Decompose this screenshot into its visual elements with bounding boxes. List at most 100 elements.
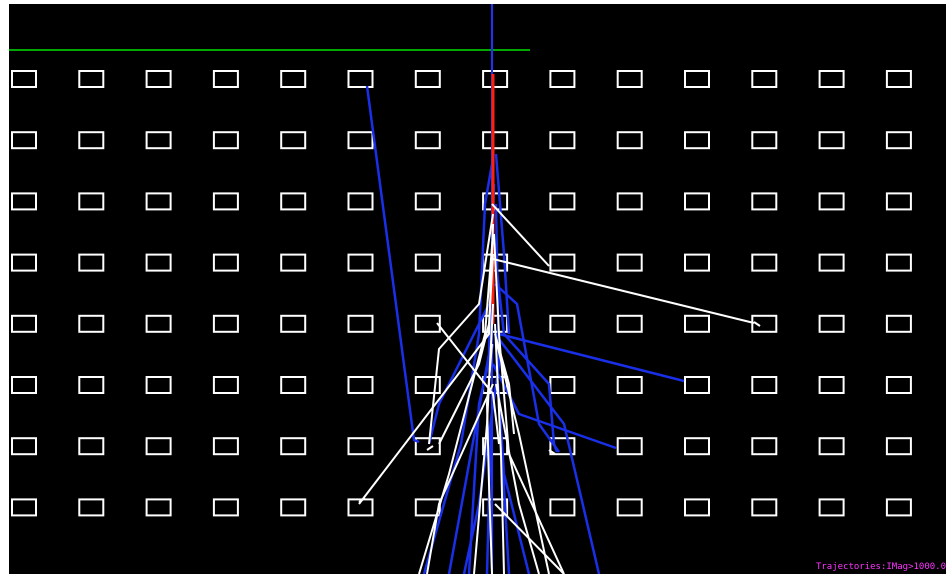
- detector-cell: [752, 255, 776, 271]
- white-track: [493, 259, 754, 323]
- detector-cell: [349, 255, 373, 271]
- detector-cell: [147, 132, 171, 148]
- detector-cell: [550, 193, 574, 209]
- detector-cell: [281, 377, 305, 393]
- detector-cell: [752, 499, 776, 515]
- detector-cell: [79, 438, 103, 454]
- detector-cell: [685, 132, 709, 148]
- detector-cell: [79, 255, 103, 271]
- detector-cell: [820, 316, 844, 332]
- detector-cell: [147, 316, 171, 332]
- detector-cell: [416, 316, 440, 332]
- detector-cell: [12, 377, 36, 393]
- detector-cell: [416, 193, 440, 209]
- detector-cell: [550, 71, 574, 87]
- detector-cell: [281, 499, 305, 515]
- detector-cell: [147, 71, 171, 87]
- detector-cell: [12, 193, 36, 209]
- detector-cell: [416, 255, 440, 271]
- detector-cell: [618, 377, 642, 393]
- detector-cell: [79, 71, 103, 87]
- detector-cell: [349, 193, 373, 209]
- detector-cell: [214, 377, 238, 393]
- detector-cell: [214, 499, 238, 515]
- detector-cell: [550, 255, 574, 271]
- detector-cell: [79, 499, 103, 515]
- detector-cell: [214, 71, 238, 87]
- detector-grid: [12, 71, 911, 515]
- detector-cell: [887, 132, 911, 148]
- detector-cell: [752, 438, 776, 454]
- white-track: [492, 204, 549, 266]
- detector-cell: [79, 316, 103, 332]
- detector-cell: [12, 499, 36, 515]
- detector-cell: [12, 255, 36, 271]
- detector-cell: [214, 193, 238, 209]
- detector-cell: [550, 499, 574, 515]
- detector-cell: [685, 377, 709, 393]
- detector-cell: [349, 377, 373, 393]
- detector-cell: [214, 255, 238, 271]
- detector-cell: [281, 132, 305, 148]
- detector-cell: [685, 438, 709, 454]
- detector-cell: [618, 71, 642, 87]
- detector-cell: [752, 132, 776, 148]
- detector-cell: [887, 438, 911, 454]
- detector-cell: [12, 316, 36, 332]
- detector-cell: [550, 377, 574, 393]
- detector-cell: [349, 71, 373, 87]
- detector-cell: [214, 132, 238, 148]
- detector-cell: [79, 377, 103, 393]
- detector-cell: [887, 255, 911, 271]
- detector-cell: [147, 255, 171, 271]
- detector-cell: [820, 438, 844, 454]
- blue-track: [424, 164, 492, 574]
- particle-tracks: [359, 4, 760, 574]
- detector-cell: [820, 255, 844, 271]
- detector-cell: [752, 193, 776, 209]
- detector-cell: [416, 71, 440, 87]
- detector-cell: [79, 132, 103, 148]
- detector-cell: [820, 377, 844, 393]
- white-track: [497, 344, 549, 574]
- detector-cell: [79, 193, 103, 209]
- detector-cell: [12, 132, 36, 148]
- detector-cell: [281, 71, 305, 87]
- detector-cell: [281, 438, 305, 454]
- detector-cell: [685, 316, 709, 332]
- detector-cell: [483, 71, 507, 87]
- detector-cell: [752, 71, 776, 87]
- detector-cell: [618, 132, 642, 148]
- detector-cell: [887, 71, 911, 87]
- detector-cell: [349, 132, 373, 148]
- detector-cell: [887, 377, 911, 393]
- white-track: [494, 234, 564, 574]
- detector-cell: [550, 132, 574, 148]
- detector-cell: [147, 499, 171, 515]
- detector-cell: [618, 316, 642, 332]
- detector-cell: [618, 438, 642, 454]
- detector-cell: [147, 377, 171, 393]
- detector-cell: [281, 316, 305, 332]
- interaction-stub: [427, 446, 433, 450]
- trajectory-scene: [9, 4, 946, 574]
- detector-cell: [416, 132, 440, 148]
- detector-cell: [416, 438, 440, 454]
- detector-cell: [685, 193, 709, 209]
- detector-cell: [416, 499, 440, 515]
- detector-cell: [147, 193, 171, 209]
- detector-cell: [887, 499, 911, 515]
- detector-cell: [618, 499, 642, 515]
- detector-cell: [618, 193, 642, 209]
- detector-cell: [685, 255, 709, 271]
- detector-cell: [12, 71, 36, 87]
- detector-cell: [214, 316, 238, 332]
- 3d-viewer-canvas[interactable]: Trajectories:IMag>1000.0: [9, 4, 946, 574]
- detector-cell: [752, 377, 776, 393]
- detector-cell: [349, 316, 373, 332]
- detector-cell: [281, 193, 305, 209]
- detector-cell: [820, 499, 844, 515]
- detector-cell: [618, 255, 642, 271]
- detector-cell: [887, 316, 911, 332]
- detector-cell: [685, 71, 709, 87]
